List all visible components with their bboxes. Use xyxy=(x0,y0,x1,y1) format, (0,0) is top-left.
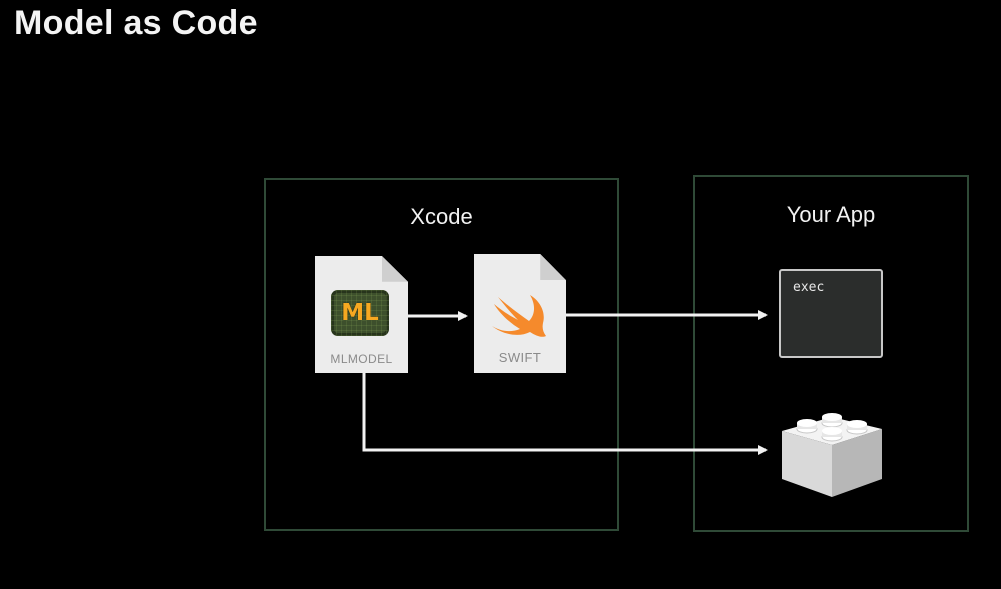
your-app-label: Your App xyxy=(786,202,876,227)
lego-brick-icon xyxy=(782,413,882,497)
ml-badge-icon: ML xyxy=(331,290,389,336)
swift-file-icon: SWIFT xyxy=(474,254,566,373)
exec-label: exec xyxy=(793,280,825,295)
xcode-label: Xcode xyxy=(410,204,473,229)
your-app-container: Your App xyxy=(693,175,969,532)
xcode-container: Xcode xyxy=(264,178,619,531)
terminal-window-icon: exec xyxy=(779,269,883,358)
ml-badge-text: ML xyxy=(341,300,379,326)
swift-bird-icon xyxy=(492,295,546,337)
slide-title: Model as Code xyxy=(14,4,258,42)
mlmodel-caption: MLMODEL xyxy=(330,352,393,366)
mlmodel-file-icon: ML MLMODEL xyxy=(315,256,408,373)
swift-caption: SWIFT xyxy=(498,350,542,365)
